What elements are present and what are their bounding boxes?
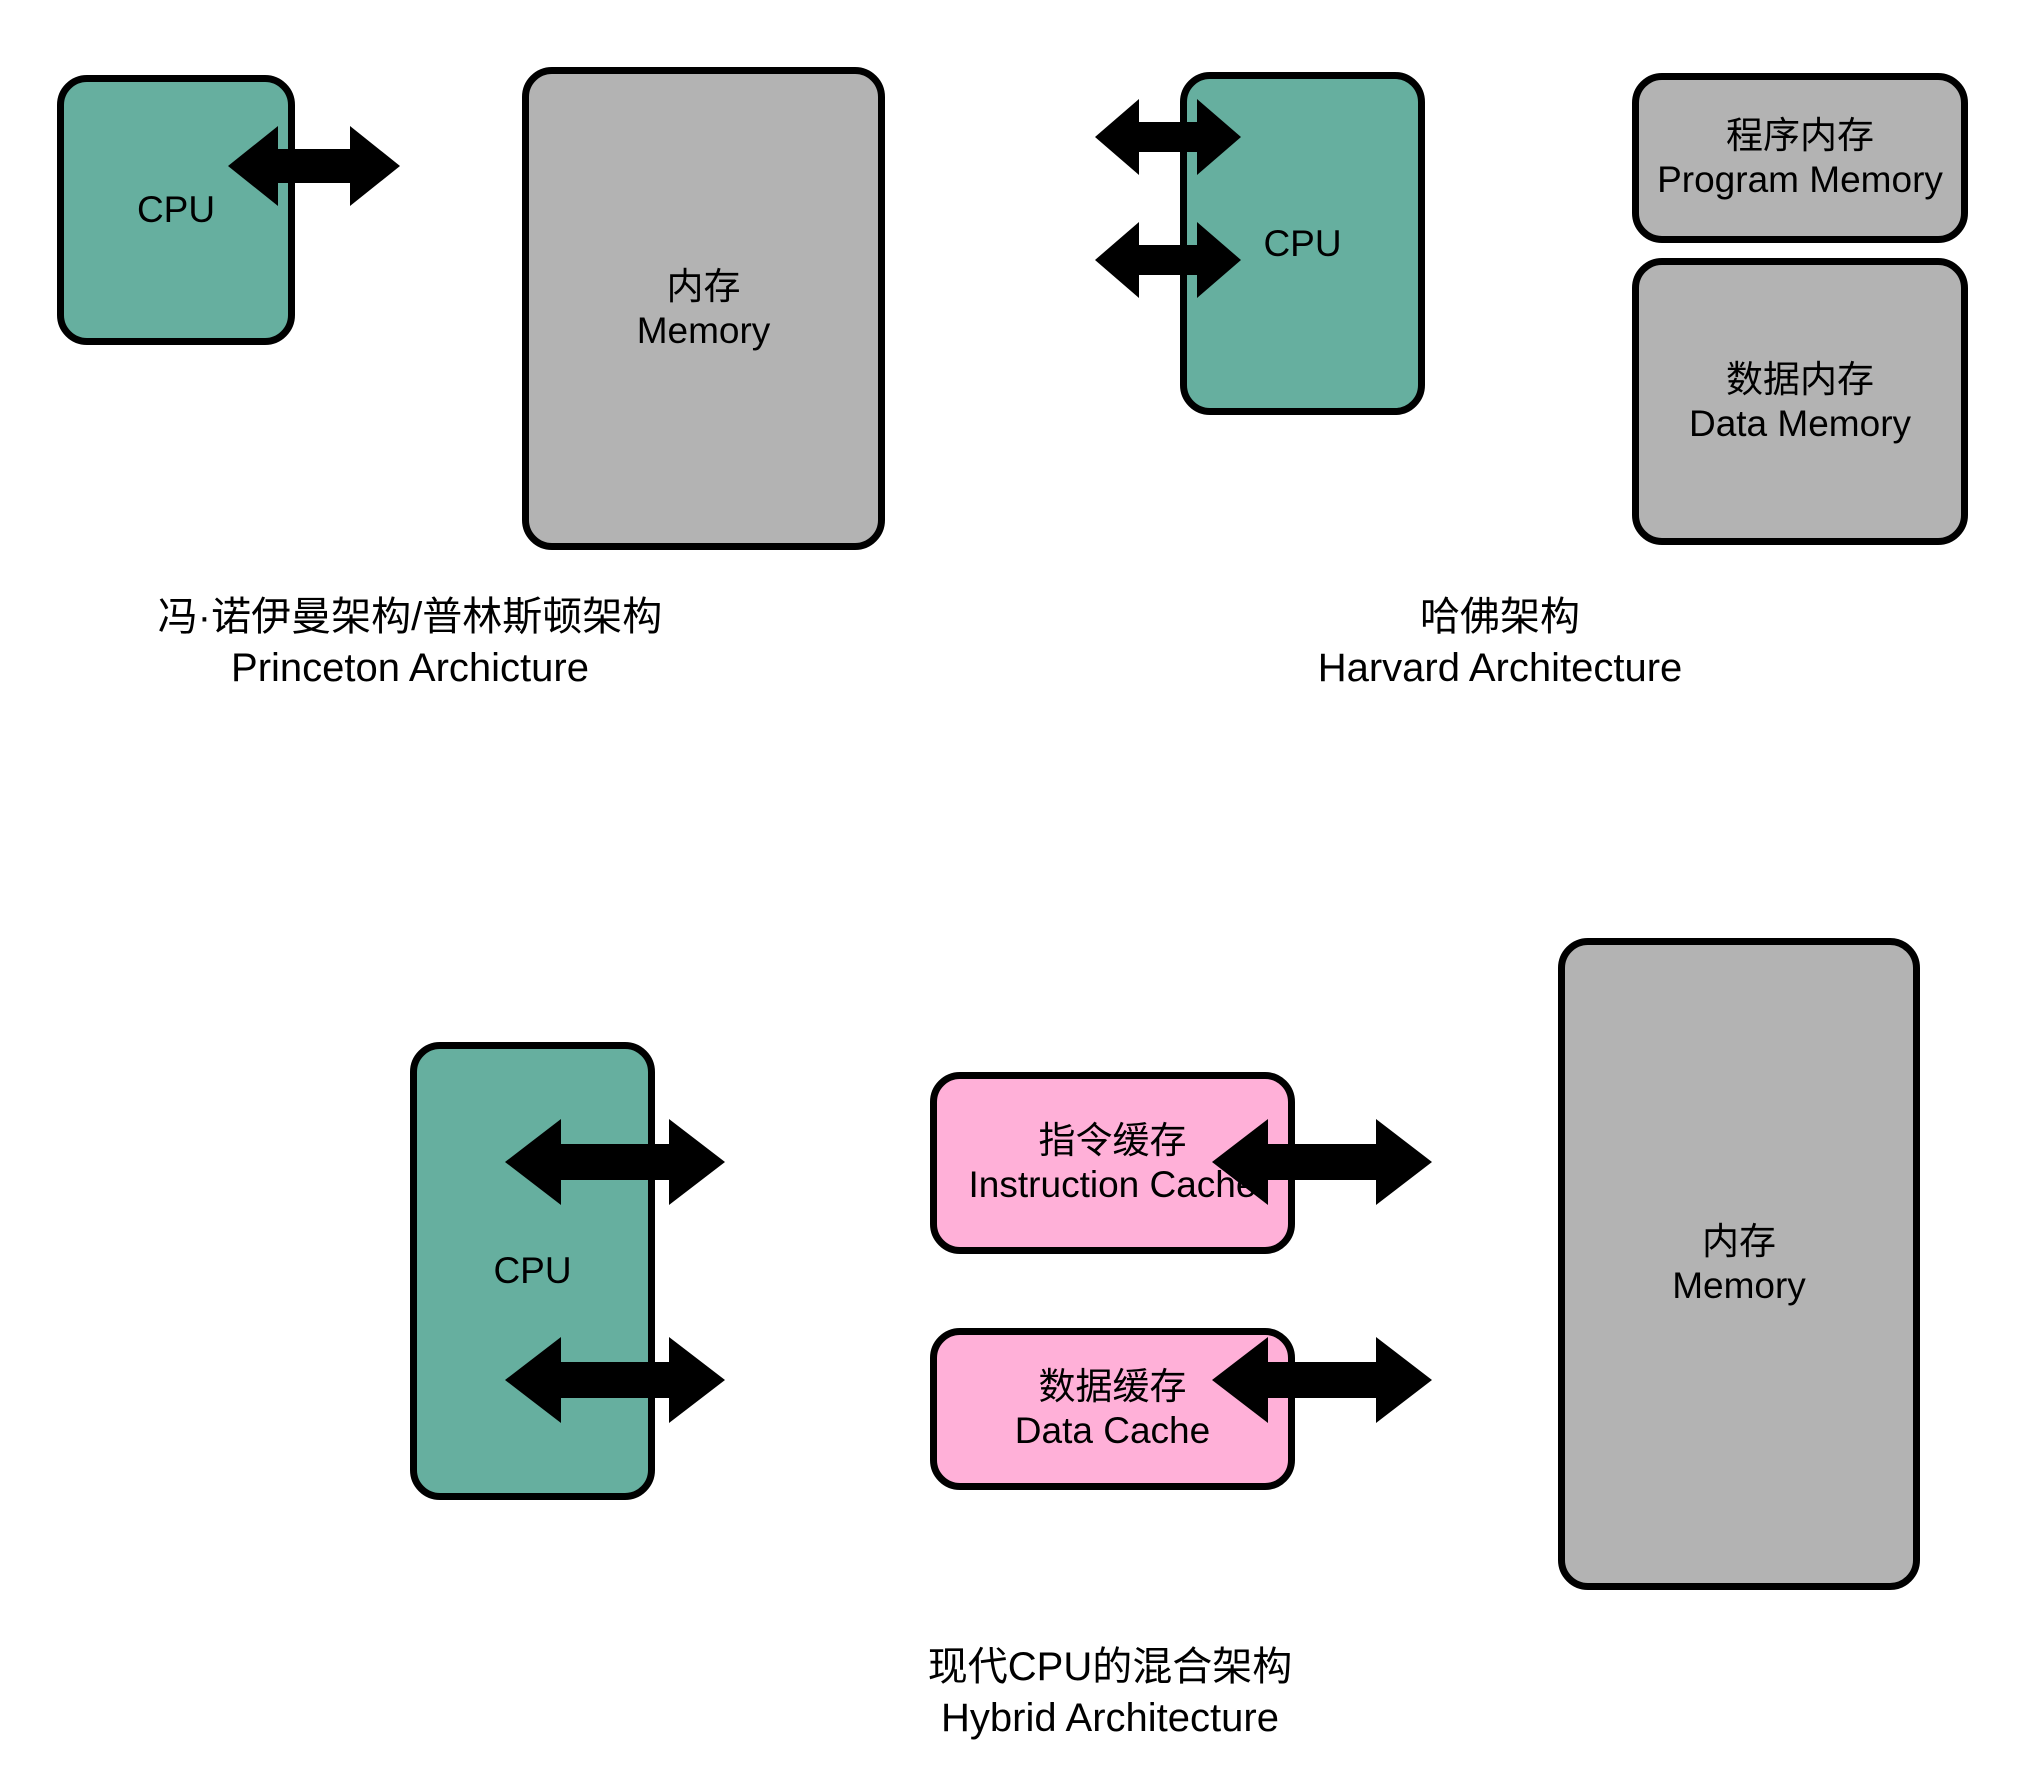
harvard-data-memory-label-cn: 数据内存 <box>1726 358 1874 400</box>
diagram-harvard: CPU 程序内存 Program Memory 数据内存 Data Memory… <box>0 0 2023 700</box>
hybrid-data-cache-box[interactable]: 数据缓存 Data Cache <box>930 1328 1295 1490</box>
harvard-program-memory-label-cn: 程序内存 <box>1726 115 1874 157</box>
harvard-data-memory-box[interactable]: 数据内存 Data Memory <box>1632 258 1968 545</box>
harvard-program-memory-label-en: Program Memory <box>1657 159 1943 200</box>
harvard-arrow-cpu-data-memory <box>1095 216 1241 304</box>
princeton-memory-label-en: Memory <box>636 309 771 351</box>
princeton-caption-en: Princeton Archicture <box>231 646 589 691</box>
harvard-arrow-cpu-program-memory <box>1095 93 1241 181</box>
harvard-caption: 哈佛架构 Harvard Architecture <box>1100 592 1900 694</box>
hybrid-memory-label-cn: 内存 <box>1702 1221 1776 1263</box>
harvard-data-memory-label-en: Data Memory <box>1688 402 1912 444</box>
hybrid-data-cache-label-cn: 数据缓存 <box>1038 1366 1187 1408</box>
hybrid-memory-label-en: Memory <box>1672 1265 1806 1306</box>
princeton-caption: 冯·诺伊曼架构/普林斯顿架构 Princeton Archicture <box>0 592 820 694</box>
harvard-program-memory-box[interactable]: 程序内存 Program Memory <box>1632 73 1968 243</box>
princeton-caption-cn: 冯·诺伊曼架构/普林斯顿架构 <box>157 595 663 639</box>
princeton-cpu-box[interactable]: CPU <box>57 75 295 345</box>
princeton-cpu-label-en: CPU <box>136 189 216 231</box>
hybrid-caption-en: Hybrid Architecture <box>941 1696 1279 1741</box>
harvard-caption-en: Harvard Architecture <box>1317 646 1683 691</box>
hybrid-cpu-label-en: CPU <box>493 1250 572 1292</box>
hybrid-data-cache-label-en: Data Cache <box>1014 1410 1211 1451</box>
hybrid-arrow-cpu-data-cache <box>505 1330 725 1430</box>
hybrid-instruction-cache-label-cn: 指令缓存 <box>1038 1120 1187 1162</box>
diagram-princeton: CPU 内存 Memory 冯·诺伊曼架构/普林斯顿架构 Princeton A… <box>0 0 1000 700</box>
princeton-arrow-cpu-memory <box>228 120 400 212</box>
harvard-caption-cn: 哈佛架构 <box>1420 595 1580 639</box>
hybrid-arrow-data-cache-memory <box>1212 1330 1432 1430</box>
hybrid-instruction-cache-label-en: Instruction Cache <box>968 1164 1257 1205</box>
hybrid-caption-cn: 现代CPU的混合架构 <box>927 1645 1293 1689</box>
hybrid-cpu-box[interactable]: CPU <box>410 1042 655 1500</box>
hybrid-caption: 现代CPU的混合架构 Hybrid Architecture <box>610 1642 1610 1744</box>
princeton-memory-box[interactable]: 内存 Memory <box>522 67 885 550</box>
hybrid-arrow-instruction-cache-memory <box>1212 1112 1432 1212</box>
harvard-cpu-label-en: CPU <box>1263 222 1342 264</box>
hybrid-arrow-cpu-instruction-cache <box>505 1112 725 1212</box>
princeton-memory-label-cn: 内存 <box>666 265 741 307</box>
hybrid-memory-box[interactable]: 内存 Memory <box>1558 938 1920 1590</box>
